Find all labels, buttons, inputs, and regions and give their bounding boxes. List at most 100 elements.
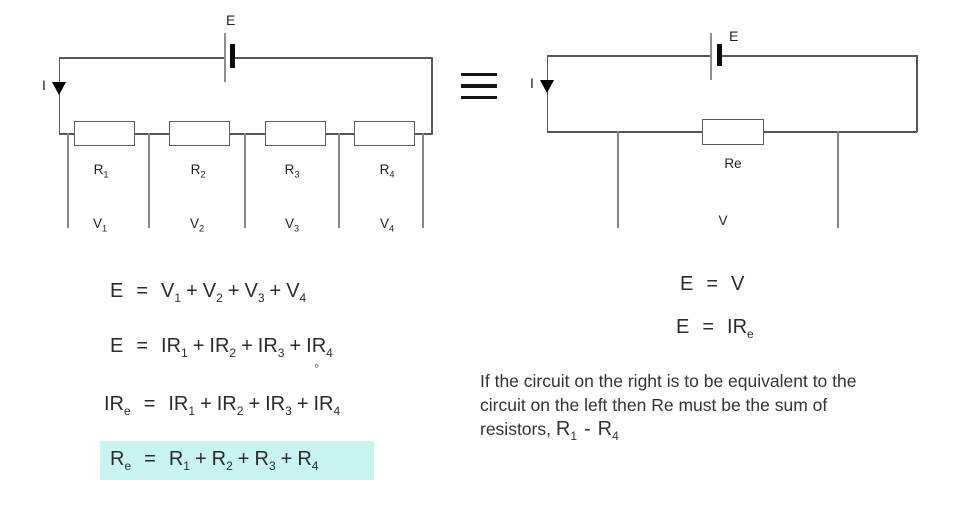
equation-re-sum-highlighted: Re=R1+R2+R3+R4 <box>100 441 374 480</box>
voltage-label-v4: V4 <box>379 216 395 234</box>
current-label: I <box>42 77 46 93</box>
note-resistor-range: R1-R4 <box>555 418 619 443</box>
battery-short-plate <box>230 44 235 68</box>
voltage-label-v2: V2 <box>189 216 205 234</box>
term: V <box>731 273 745 295</box>
operator: - <box>584 418 591 440</box>
operator: + <box>280 448 293 470</box>
operator: + <box>248 393 261 415</box>
term: IR4 <box>306 335 333 360</box>
term: IR1 <box>161 335 188 360</box>
resistor-r1 <box>74 121 135 146</box>
operator: + <box>241 335 253 357</box>
resistor-label-r4: R4 <box>379 162 395 180</box>
wire <box>547 55 711 57</box>
resistor-r4 <box>354 121 415 146</box>
battery-long-plate <box>224 33 226 82</box>
term: R4 <box>297 448 319 473</box>
stray-degree-mark: ° <box>314 361 320 376</box>
term: IR4 <box>313 393 341 418</box>
resistor-label-r2: R2 <box>190 162 206 180</box>
resistor-label-r3: R3 <box>284 162 300 180</box>
operator: = <box>702 316 715 338</box>
wire <box>58 57 60 134</box>
operator: + <box>192 335 205 357</box>
term: V4 <box>286 280 307 305</box>
equation-e-equals-v: E = V <box>680 273 744 296</box>
operator: + <box>200 393 212 415</box>
voltage-label-v3: V3 <box>284 216 300 234</box>
wire <box>546 55 548 132</box>
term: IR3 <box>257 335 285 360</box>
equivalence-note: If the circuit on the right is to be equ… <box>480 369 920 443</box>
wire <box>916 55 918 132</box>
term: E <box>676 316 690 338</box>
term: R3 <box>254 448 276 473</box>
voltage-lead <box>244 133 246 228</box>
note-line-1: If the circuit on the right is to be equ… <box>480 371 857 391</box>
term: E <box>680 273 694 295</box>
operator: + <box>269 280 282 302</box>
resistor-r2 <box>169 121 230 146</box>
equation-e-voltages: E=V1+V2+V3+V4 <box>110 280 307 305</box>
term: IRe <box>104 393 131 418</box>
battery-label: E <box>226 12 236 28</box>
term: E <box>110 335 124 357</box>
term: IR1 <box>168 393 196 418</box>
term: IR2 <box>209 335 237 360</box>
resistor-re <box>702 119 764 145</box>
battery-short-plate <box>717 44 722 66</box>
wire <box>59 57 225 59</box>
current-arrow-icon <box>540 80 554 93</box>
operator: = <box>136 335 149 357</box>
term: IR3 <box>265 393 292 418</box>
term: IRe <box>727 316 754 341</box>
equation-ire-ir: IRe=IR1+IR2+IR3+IR4 <box>104 393 341 418</box>
voltage-lead <box>617 131 619 228</box>
resistor-r3 <box>265 121 326 146</box>
battery-long-plate <box>710 33 712 80</box>
wire <box>59 133 433 135</box>
term: E <box>110 280 124 302</box>
term: R2 <box>211 448 233 473</box>
voltage-lead <box>148 133 150 228</box>
operator: = <box>706 273 719 295</box>
voltage-label-v1: V1 <box>92 216 108 234</box>
term: V1 <box>161 280 182 305</box>
term: V3 <box>244 280 265 305</box>
note-line-3: resistors, R1-R4 <box>480 417 920 443</box>
voltage-lead <box>422 133 424 228</box>
current-label: I <box>530 75 534 91</box>
current-arrow-icon <box>52 82 66 95</box>
resistor-label-re: Re <box>724 156 742 171</box>
voltage-label-v: V <box>718 213 728 228</box>
wire <box>431 57 433 134</box>
operator: + <box>237 448 250 470</box>
term: R1 <box>555 418 577 443</box>
term: Re <box>110 448 132 473</box>
operator: + <box>227 280 240 302</box>
battery-label: E <box>729 28 739 44</box>
operator: + <box>194 448 207 470</box>
resistor-label-r1: R1 <box>93 162 109 180</box>
wire <box>235 57 432 59</box>
operator: = <box>144 448 156 470</box>
term: V2 <box>202 280 223 305</box>
operator: + <box>296 393 309 415</box>
equation-e-equals-ire: E = IRe <box>676 316 754 341</box>
term: R4 <box>597 418 619 443</box>
wire <box>722 55 917 57</box>
voltage-lead <box>837 131 839 228</box>
note-line-3-prefix: resistors, <box>480 419 551 439</box>
operator: + <box>289 335 302 357</box>
voltage-lead <box>67 133 69 228</box>
operator: = <box>136 280 149 302</box>
voltage-lead <box>338 133 340 228</box>
term: IR2 <box>216 393 244 418</box>
operator: = <box>143 393 156 415</box>
term: R1 <box>168 448 190 473</box>
equivalence-icon <box>461 73 497 107</box>
